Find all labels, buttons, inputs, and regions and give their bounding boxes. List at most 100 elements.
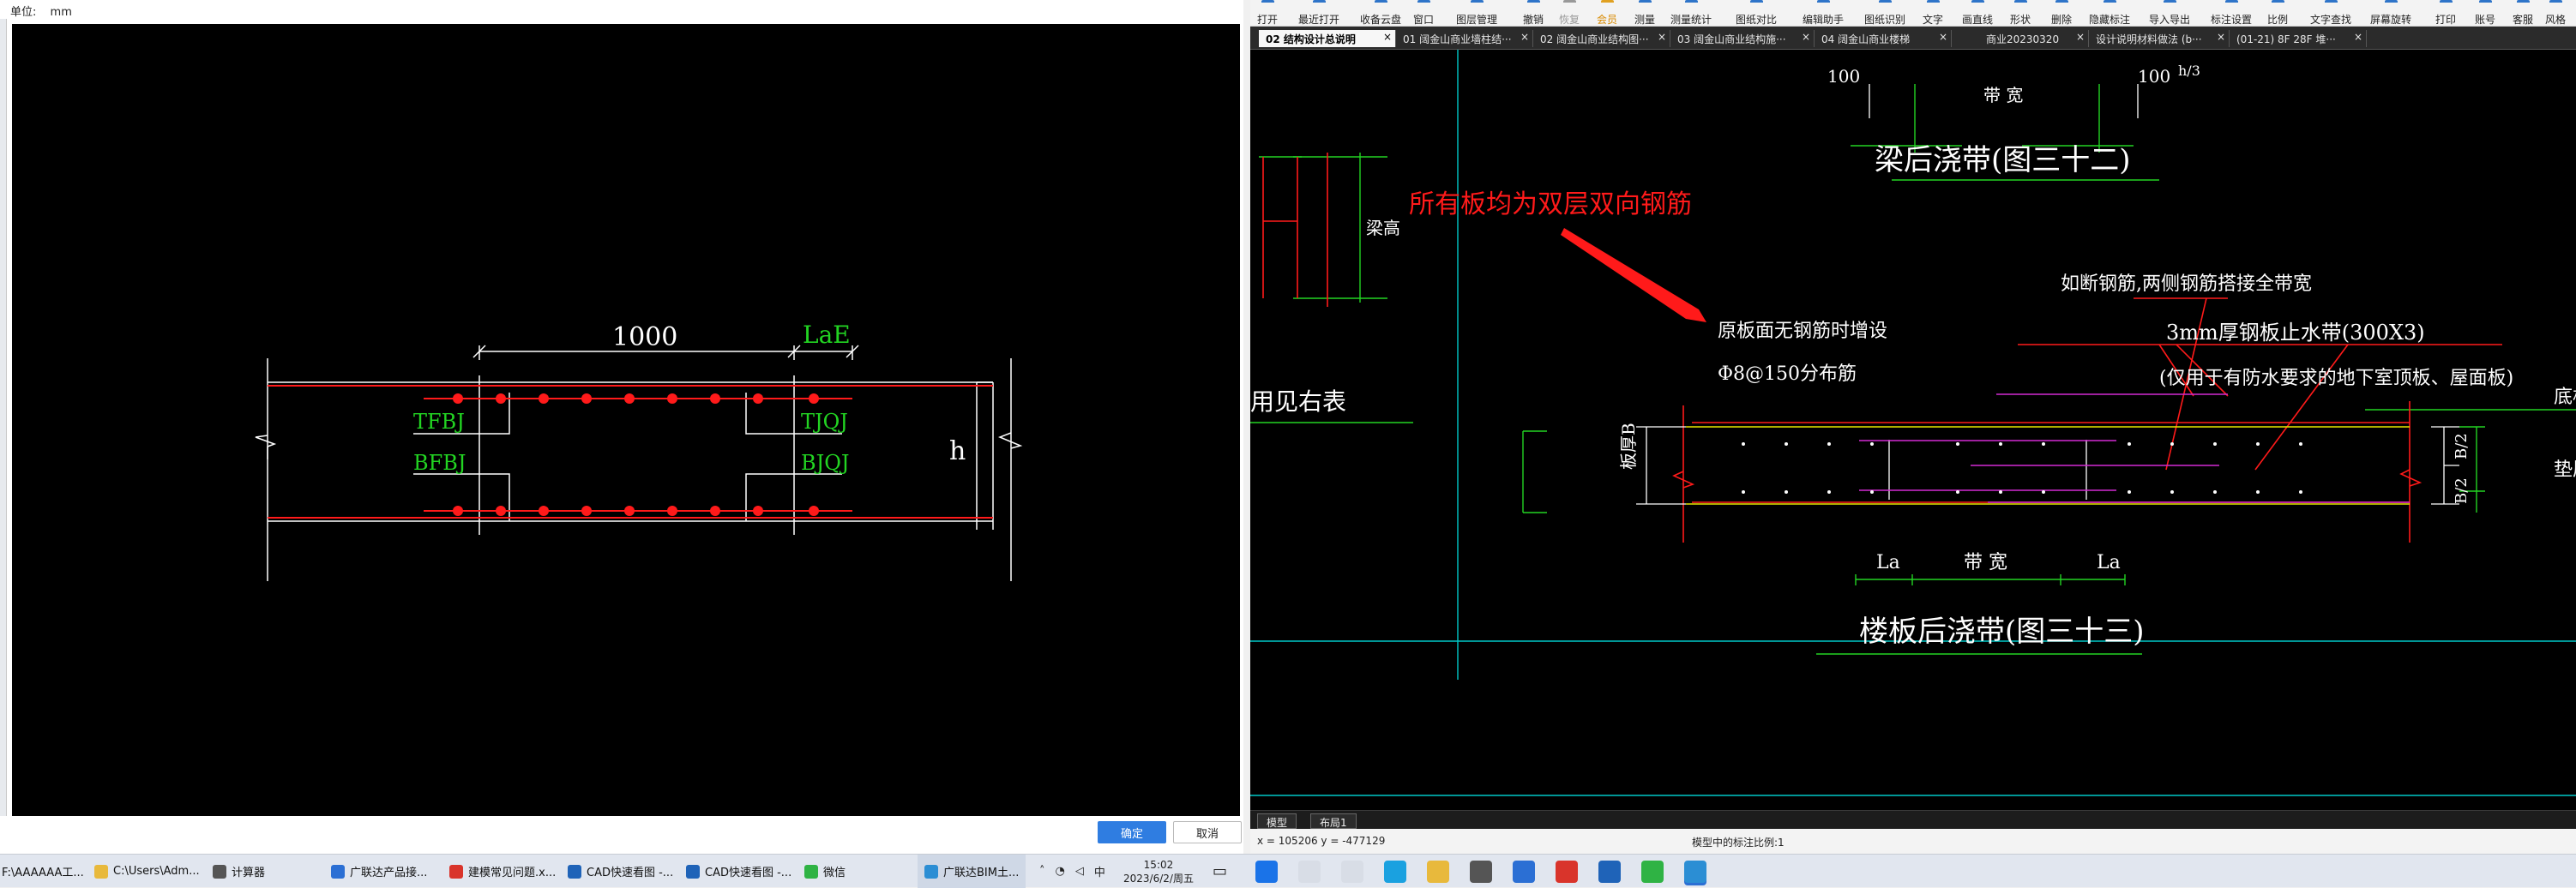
close-icon[interactable]: × [2216, 31, 2225, 43]
cancel-button[interactable]: 取消 [1173, 821, 1242, 843]
glodon-icon[interactable] [1513, 861, 1535, 883]
network-icon[interactable]: ◔ [1055, 865, 1065, 878]
taskbar-explorer-f[interactable]: F:\AAAAAA工... [2, 867, 84, 879]
toolbar-recognize-button[interactable]: 图纸识别 [1864, 0, 1905, 27]
close-icon[interactable]: × [2353, 31, 2362, 43]
toolbar-cloud-button[interactable]: 收备云盘 [1360, 0, 1401, 27]
close-icon[interactable]: × [1801, 31, 1810, 43]
la-right-label: La [2097, 552, 2121, 573]
wps-icon[interactable] [1556, 861, 1578, 883]
rebar-dot [809, 506, 819, 516]
glodon-bim-icon [924, 864, 938, 879]
toolbar-recent-button[interactable]: 最近打开 [1298, 0, 1339, 27]
toolbar-text-button[interactable]: 文字 [1923, 0, 1943, 27]
toolbar-annot-settings-button[interactable]: 标注设置 [2211, 0, 2252, 27]
edge-text-2: 垫层 [2554, 459, 2576, 481]
tab-commercial[interactable]: 商业20230320× [1952, 30, 2089, 47]
taskbar-faq-doc[interactable]: 建模常见问题.x... [449, 855, 556, 888]
toolbar-import-export-button[interactable]: 导入导出 [2149, 0, 2190, 27]
beam-post-pour-title: 梁后浇带(图三十二) [1875, 143, 2131, 177]
folder-icon [94, 864, 108, 879]
toolbar-hide-annot-button[interactable]: 隐藏标注 [2089, 0, 2130, 27]
taskbar-glodon-bim[interactable]: 广联达BIM土... [918, 855, 1026, 888]
tab-stairs[interactable]: 04 阔金山商业楼梯× [1815, 30, 1952, 47]
cad-drawing-canvas[interactable]: 100 带 宽 100 h/3 梁后浇带(图三十二) 梁高 所有板均为双层双向钢… [1250, 50, 2576, 810]
ime-indicator[interactable]: 中 [1093, 867, 1105, 879]
cad-icon[interactable] [1598, 861, 1621, 883]
rebar-dot [539, 506, 549, 516]
toolbar-redo-button[interactable]: 恢复 [1559, 0, 1580, 27]
toolbar-delete-button[interactable]: 删除 [2051, 0, 2072, 27]
toolbar-support-button[interactable]: 客服 [2513, 0, 2533, 27]
toolbar-vip-button[interactable]: 会员 [1597, 0, 1617, 27]
windows-start-icon[interactable] [1255, 861, 1278, 883]
edge-browser-icon[interactable] [1384, 861, 1406, 883]
close-icon[interactable]: × [2075, 31, 2085, 43]
taskbar-wechat[interactable]: 微信 [804, 855, 846, 888]
window-icon [1417, 0, 1430, 11]
rotate-icon [2384, 0, 2398, 11]
red-arrow [1561, 228, 1706, 322]
clock[interactable]: 15:02 2023/6/2/周五 [1123, 855, 1194, 888]
rebar-dot [2299, 490, 2302, 494]
toolbar-measure-button[interactable]: 测量 [1634, 0, 1655, 27]
tab-design-materials[interactable]: 设计说明材料做法 (b···× [2089, 30, 2230, 47]
glodon-bim-icon[interactable] [1684, 861, 1706, 883]
taskbar-glodon-product[interactable]: 广联达产品接... [331, 855, 427, 888]
tab-structure-plan[interactable]: 02 阔金山商业结构图···× [1533, 30, 1670, 47]
volume-icon[interactable]: ◁ [1074, 865, 1084, 878]
ruler-icon [1638, 0, 1652, 11]
rebar-dot [753, 506, 763, 516]
close-icon[interactable]: × [1657, 31, 1666, 43]
toolbar-line-button[interactable]: 画直线 [1962, 0, 1993, 27]
wechat-icon[interactable] [1641, 861, 1664, 883]
rebar-dot [1827, 490, 1831, 494]
toolbar-find-text-button[interactable]: 文字查找 [2310, 0, 2351, 27]
tab-model[interactable]: 模型 [1257, 813, 1297, 829]
rebar-dot [2213, 442, 2217, 446]
dim-lae-label: LaE [803, 321, 851, 349]
toolbar-print-button[interactable]: 打印 [2435, 0, 2456, 27]
close-icon[interactable]: × [1382, 31, 1392, 43]
toolbar-rotate-button[interactable]: 屏幕旋转 [2370, 0, 2411, 27]
tab-structure-notes[interactable]: 02 结构设计总说明× [1259, 30, 1396, 47]
close-icon[interactable]: × [1520, 31, 1529, 43]
tab-floors[interactable]: (01-21) 8F 28F 堆···× [2230, 30, 2367, 47]
wps-icon [449, 864, 463, 879]
taskbar-calculator[interactable]: 计算器 [213, 855, 265, 888]
rebar-dot [753, 393, 763, 404]
h-label: h [949, 436, 966, 466]
cloud-icon [1374, 0, 1387, 11]
taskbar-explorer-users[interactable]: C:\Users\Adm... [94, 855, 200, 888]
close-icon[interactable]: × [1938, 31, 1947, 43]
calculator-icon[interactable] [1470, 861, 1492, 883]
search-icon[interactable] [1298, 861, 1321, 883]
toolbar-edit-assistant-button[interactable]: 编辑助手 [1803, 0, 1844, 27]
tab-layout1[interactable]: 布局1 [1310, 813, 1357, 829]
toolbar-layers-button[interactable]: 图层管理 [1456, 0, 1497, 27]
detail-drawing-canvas[interactable]: 1000 LaE TFBJ BFBJ TJQJ BJQJ h [12, 24, 1240, 816]
dim-100-left: 100 [1827, 66, 1860, 87]
undo-icon [1526, 0, 1540, 11]
ok-button[interactable]: 确定 [1098, 821, 1166, 843]
rebar-dot [1870, 442, 1874, 446]
toolbar-measure-stats-button[interactable]: 测量统计 [1670, 0, 1712, 27]
toolbar-style-button[interactable]: 风格 [2545, 0, 2566, 27]
tab-wall-column[interactable]: 01 阔金山商业墙柱结···× [1396, 30, 1533, 47]
clock-time: 15:02 [1143, 858, 1174, 871]
toolbar-account-button[interactable]: 账号 [2475, 0, 2495, 27]
task-view-icon[interactable] [1341, 861, 1363, 883]
toolbar-compare-button[interactable]: 图纸对比 [1736, 0, 1777, 27]
b2-bottom-label: B/2 [2453, 477, 2471, 504]
notification-icon[interactable]: ▭ [1213, 862, 1228, 880]
taskbar-cad-viewer-1[interactable]: CAD快速看图 -... [568, 855, 673, 888]
toolbar-undo-button[interactable]: 撤销 [1523, 0, 1544, 27]
chevron-up-icon[interactable]: ˄ [1039, 865, 1045, 878]
toolbar-scale-button[interactable]: 比例 [2267, 0, 2288, 27]
toolbar-shape-button[interactable]: 形状 [2010, 0, 2031, 27]
tab-structure-construction[interactable]: 03 阔金山商业结构施···× [1670, 30, 1815, 47]
file-explorer-icon[interactable] [1427, 861, 1449, 883]
toolbar-open-button[interactable]: 打开 [1257, 0, 1278, 27]
taskbar-cad-viewer-2[interactable]: CAD快速看图 -... [686, 855, 791, 888]
toolbar-window-button[interactable]: 窗口 [1413, 0, 1434, 27]
